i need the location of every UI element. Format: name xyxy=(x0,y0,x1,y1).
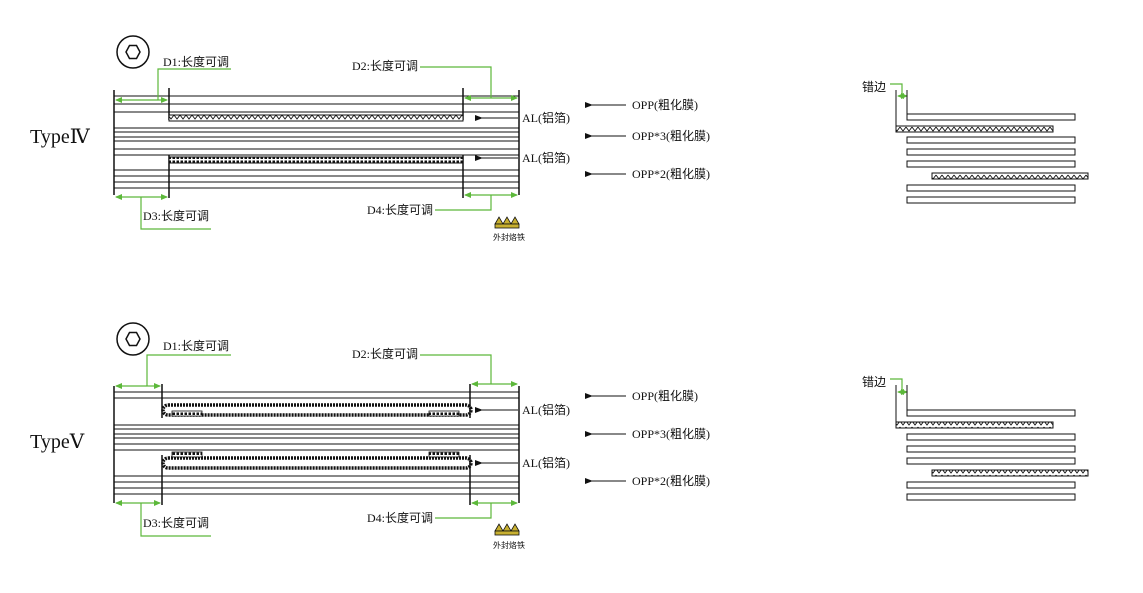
dimension-label-d4: D4:长度可调 xyxy=(367,202,433,217)
offset-label: 错边 xyxy=(862,375,886,389)
panel-type-iv: TypeⅣ xyxy=(30,35,1089,242)
dimension-label-d1: D1:长度可调 xyxy=(163,338,229,353)
layer-label-opp: OPP(粗化膜) xyxy=(632,98,698,112)
panel-type-v: TypeⅤ xyxy=(30,322,1089,550)
dimension-label-d3: D3:长度可调 xyxy=(143,208,209,223)
dimension-callouts xyxy=(115,66,518,230)
hexagon-nut-icon xyxy=(116,35,150,69)
al-foil-fold-bottom xyxy=(161,451,473,470)
layer-label-opp2: OPP*2(粗化膜) xyxy=(632,474,710,488)
layer-label-al-top: AL(铝箔) xyxy=(522,110,570,125)
layer-label-opp3: OPP*3(粗化膜) xyxy=(632,129,710,143)
heatseal-label: 外封烙铁 xyxy=(493,540,525,550)
al-foil-strip-bottom xyxy=(168,156,464,164)
layer-label-al-bottom: AL(铝箔) xyxy=(522,150,570,165)
dimension-label-d2: D2:长度可调 xyxy=(352,58,418,73)
type-label: TypeⅣ xyxy=(30,126,91,148)
layer-pointers xyxy=(475,102,626,177)
type-label: TypeⅤ xyxy=(30,431,85,453)
laminate-stack xyxy=(113,88,520,198)
al-foil-strip-top xyxy=(168,114,464,122)
layer-label-opp3: OPP*3(粗化膜) xyxy=(632,427,710,441)
laminate-stack xyxy=(113,384,520,505)
al-foil-fold-top xyxy=(161,403,473,417)
layer-label-al-top: AL(铝箔) xyxy=(522,402,570,417)
layer-label-al-bottom: AL(铝箔) xyxy=(522,455,570,470)
offset-label: 错边 xyxy=(862,80,886,94)
layer-pointers xyxy=(475,393,626,484)
hexagon-nut-icon xyxy=(116,322,150,356)
offset-diagram: 错边 xyxy=(862,80,1089,204)
heat-seal-iron-icon xyxy=(494,523,520,536)
dimension-callouts xyxy=(115,354,518,537)
layer-label-opp: OPP(粗化膜) xyxy=(632,389,698,403)
dimension-label-d4: D4:长度可调 xyxy=(367,510,433,525)
heat-seal-iron-icon xyxy=(494,216,520,229)
dimension-label-d1: D1:长度可调 xyxy=(163,54,229,69)
layer-label-opp2: OPP*2(粗化膜) xyxy=(632,167,710,181)
heatseal-label: 外封烙铁 xyxy=(493,232,525,242)
dimension-label-d3: D3:长度可调 xyxy=(143,515,209,530)
dimension-label-d2: D2:长度可调 xyxy=(352,346,418,361)
offset-diagram: 错边 xyxy=(862,375,1089,501)
